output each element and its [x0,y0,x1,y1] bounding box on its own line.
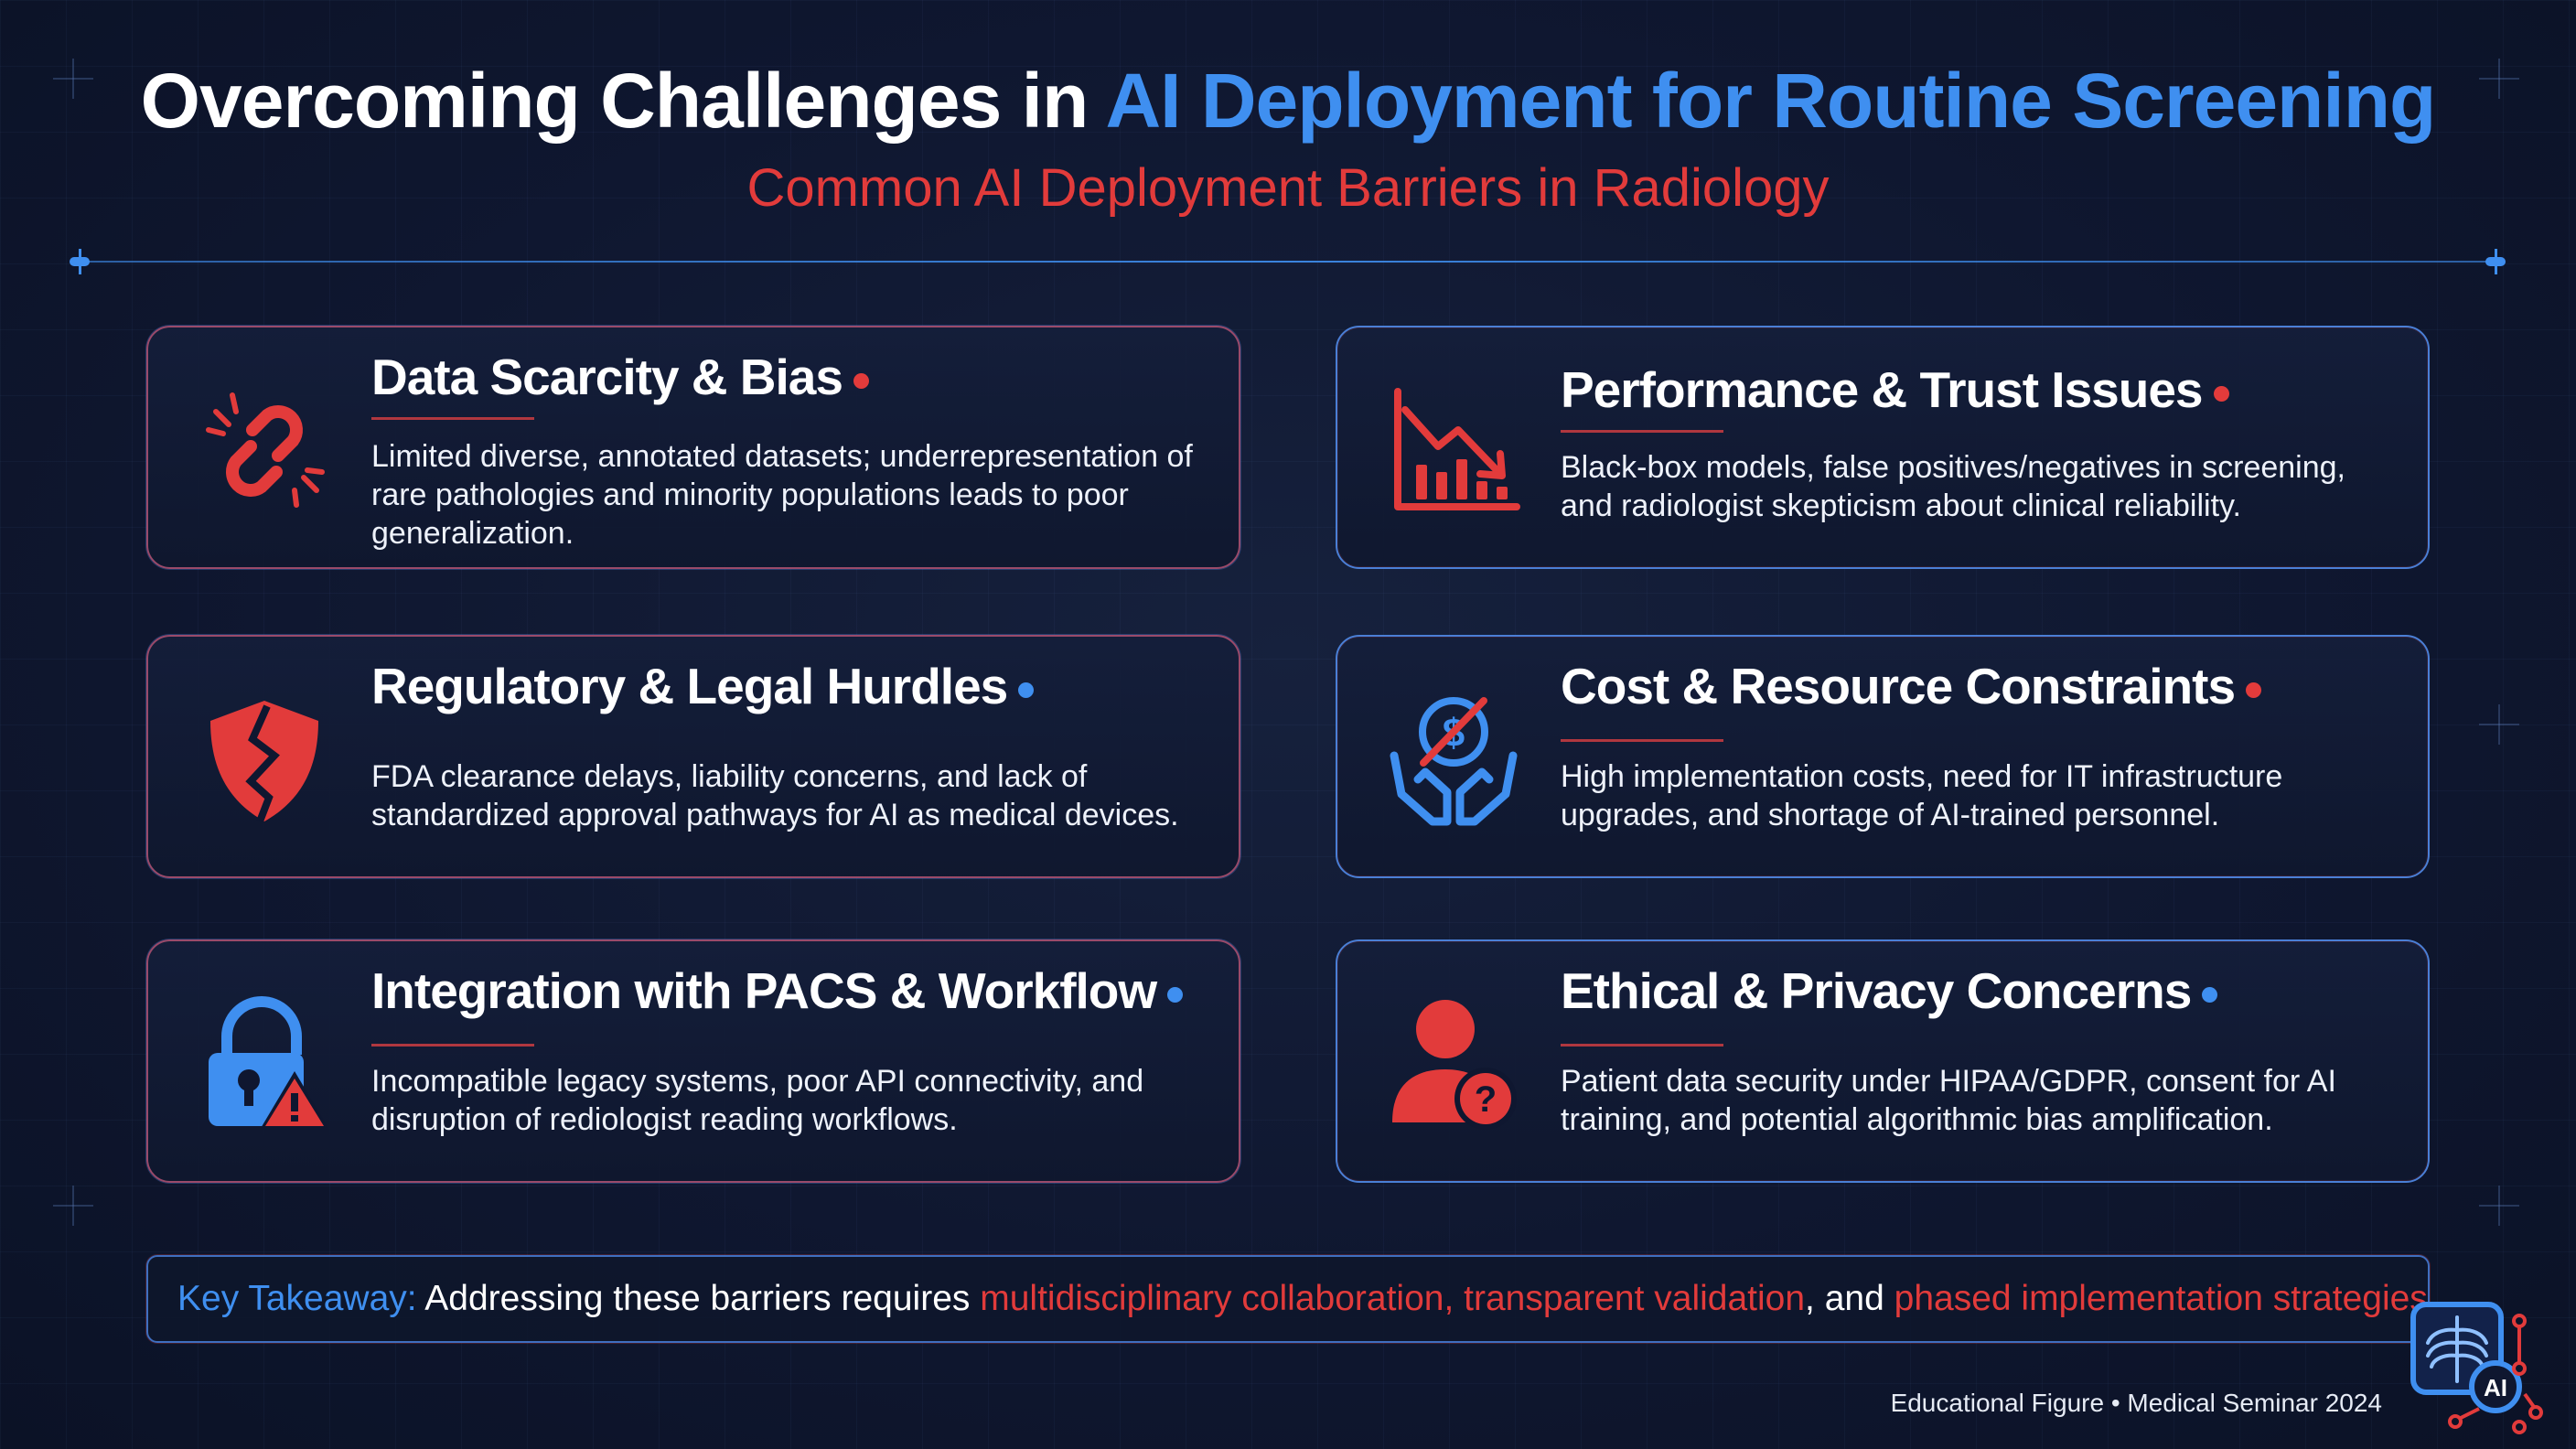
hands-no-money-icon: $ [1390,697,1518,826]
header-divider [70,249,2506,274]
card-description: FDA clearance delays, liability concerns… [371,759,1179,832]
footer-caption: Educational Figure • Medical Seminar 202… [1890,1389,2382,1417]
svg-text:?: ? [1475,1079,1497,1120]
card-regulatory-legal: Regulatory & Legal Hurdles FDA clearance… [146,635,1240,878]
title-underline [1561,430,1723,433]
card-title: Integration with PACS & Workflow [371,961,1184,1020]
key-takeaway-box: Key Takeaway: Addressing these barriers … [146,1255,2438,1343]
title-underline [1561,739,1723,742]
card-description: Black-box models, false positives/negati… [1561,450,2345,523]
broken-chain-icon [206,392,325,508]
status-dot [1167,986,1184,1003]
card-title: Cost & Resource Constraints [1561,657,2262,715]
title-underline [371,1044,534,1046]
takeaway-highlight: multidisciplinary collaboration, transpa… [980,1279,1806,1318]
declining-chart-icon [1394,388,1520,510]
corner-crosshair-icon [2479,1186,2519,1226]
corner-crosshair-icon [53,1186,93,1226]
page-title: Overcoming Challenges in AI Deployment f… [0,57,2576,145]
status-dot [853,372,869,389]
card-performance-trust: Performance & Trust Issues Black-box mod… [1336,326,2430,569]
card-description: Incompatible legacy systems, poor API co… [371,1064,1144,1137]
title-prefix: Overcoming Challenges in [140,58,1106,144]
title-highlight: AI Deployment for Routine Screening [1105,58,2437,144]
card-title: Ethical & Privacy Concerns [1561,961,2218,1020]
status-dot [2202,986,2218,1003]
card-integration-pacs: Integration with PACS & Workflow Incompa… [146,939,1240,1183]
card-cost-resource: $ Cost & Resource Constraints High imple… [1336,635,2430,878]
card-title: Regulatory & Legal Hurdles [371,657,1035,715]
broken-shield-icon [210,701,318,823]
card-description: Patient data security under HIPAA/GDPR, … [1561,1064,2336,1137]
title-underline [371,417,534,420]
status-dot [2246,682,2262,698]
status-dot [2213,385,2229,402]
card-title: Data Scarcity & Bias [371,348,869,406]
card-description: High implementation costs, need for IT i… [1561,759,2283,832]
takeaway-text: , and [1805,1279,1894,1318]
ai-badge-text: AI [2484,1374,2507,1401]
card-description: Limited diverse, annotated datasets; und… [371,439,1193,551]
card-data-scarcity: Data Scarcity & Bias Limited diverse, an… [146,326,1240,569]
status-dot [1018,682,1035,698]
person-question-icon: ? [1392,1000,1517,1130]
takeaway-text: Addressing these barriers requires [416,1279,981,1318]
card-ethical-privacy: ? Ethical & Privacy Concerns Patient dat… [1336,939,2430,1183]
title-underline [1561,1044,1723,1046]
takeaway-label: Key Takeaway: [177,1279,417,1318]
card-title: Performance & Trust Issues [1561,360,2229,419]
lock-warning-icon [209,996,329,1130]
corner-crosshair-icon [2479,704,2519,745]
takeaway-highlight: phased implementation strategies. [1894,1279,2438,1318]
page-subtitle: Common AI Deployment Barriers in Radiolo… [746,158,1830,218]
ai-xray-logo-icon: AI [2410,1302,2543,1434]
